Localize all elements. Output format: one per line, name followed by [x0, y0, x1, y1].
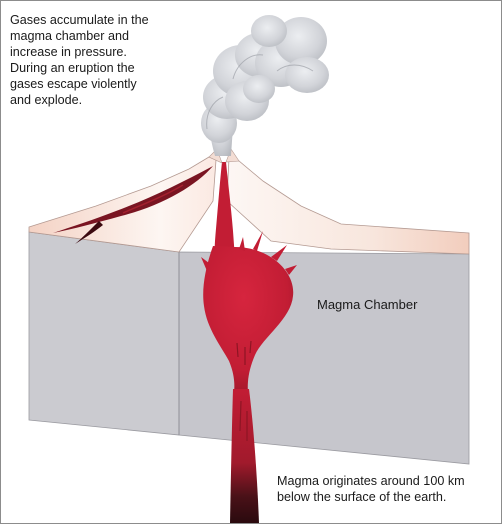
volcano-right-slope	[226, 156, 470, 255]
magma-chamber	[203, 246, 294, 393]
gas-pressure-caption: Gases accumulate in the magma chamber an…	[10, 13, 149, 107]
magma-streaks	[236, 340, 252, 441]
magma-chamber-label: Magma Chamber	[317, 297, 418, 312]
magma-conduit	[214, 162, 235, 259]
smoke-plume	[201, 15, 329, 156]
ground-left-face	[28, 231, 180, 436]
deep-magma-conduit	[230, 389, 259, 523]
magma-origin-caption: Magma originates around 100 km below the…	[277, 474, 465, 504]
